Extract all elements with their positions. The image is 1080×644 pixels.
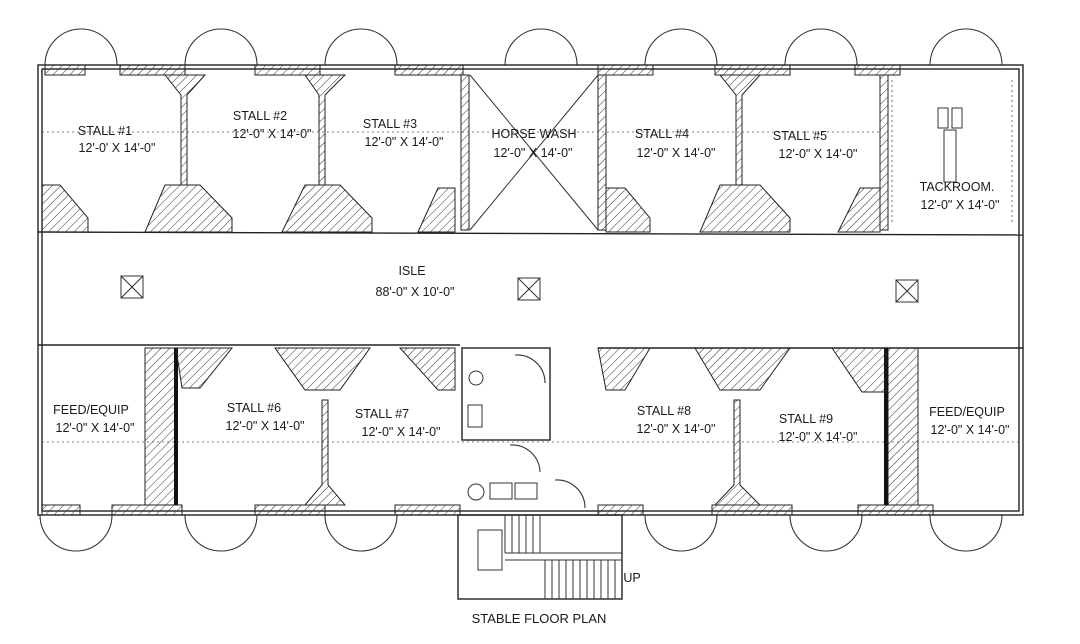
room-name: STALL #5 — [773, 129, 827, 143]
isle-labels: ISLE 88'-0" X 10'-0" — [376, 264, 455, 299]
plan-title: STABLE FLOOR PLAN — [472, 611, 607, 626]
bottom-door-swings — [39, 514, 1003, 552]
room-size: 12'-0" X 14'-0" — [637, 422, 716, 436]
room-size: 12'-0" X 14'-0" — [779, 147, 858, 161]
room-name: STALL #8 — [637, 404, 691, 418]
room-name: STALL #9 — [779, 412, 833, 426]
top-room-labels: STALL #1 12'-0' X 14'-0" STALL #2 12'-0"… — [78, 109, 1000, 212]
isle-size: 88'-0" X 10'-0" — [376, 285, 455, 299]
room-name: STALL #3 — [363, 117, 417, 131]
stairs: UP — [457, 514, 641, 600]
room-size: 12'-0" X 14'-0" — [779, 430, 858, 444]
room-name: HORSE WASH — [492, 127, 577, 141]
room-size: 12'-0' X 14'-0" — [79, 141, 156, 155]
room-size: 12'-0" X 14'-0" — [233, 127, 312, 141]
room-size: 12'-0" X 14'-0" — [365, 135, 444, 149]
room-name: STALL #7 — [355, 407, 409, 421]
room-size: 12'-0" X 14'-0" — [494, 146, 573, 160]
room-size: 12'-0" X 14'-0" — [931, 423, 1010, 437]
room-size: 12'-0" X 14'-0" — [56, 421, 135, 435]
bottom-stall-walls — [38, 344, 1023, 516]
room-size: 12'-0" X 14'-0" — [637, 146, 716, 160]
stairs-up-label: UP — [623, 571, 640, 585]
room-name: STALL #6 — [227, 401, 281, 415]
top-stall-walls — [37, 64, 1024, 236]
room-size: 12'-0" X 14'-0" — [921, 198, 1000, 212]
top-door-swings — [44, 28, 1003, 66]
room-name: STALL #4 — [635, 127, 689, 141]
floor-drains — [120, 275, 919, 303]
room-name: FEED/EQUIP — [929, 405, 1005, 419]
room-name: FEED/EQUIP — [53, 403, 129, 417]
isle-name: ISLE — [398, 264, 425, 278]
room-size: 12'-0" X 14'-0" — [362, 425, 441, 439]
room-size: 12'-0" X 14'-0" — [226, 419, 305, 433]
room-name: STALL #1 — [78, 124, 132, 138]
bottom-room-labels: FEED/EQUIP 12'-0" X 14'-0" STALL #6 12'-… — [53, 401, 1009, 444]
room-name: STALL #2 — [233, 109, 287, 123]
room-name: TACKROOM. — [920, 180, 995, 194]
